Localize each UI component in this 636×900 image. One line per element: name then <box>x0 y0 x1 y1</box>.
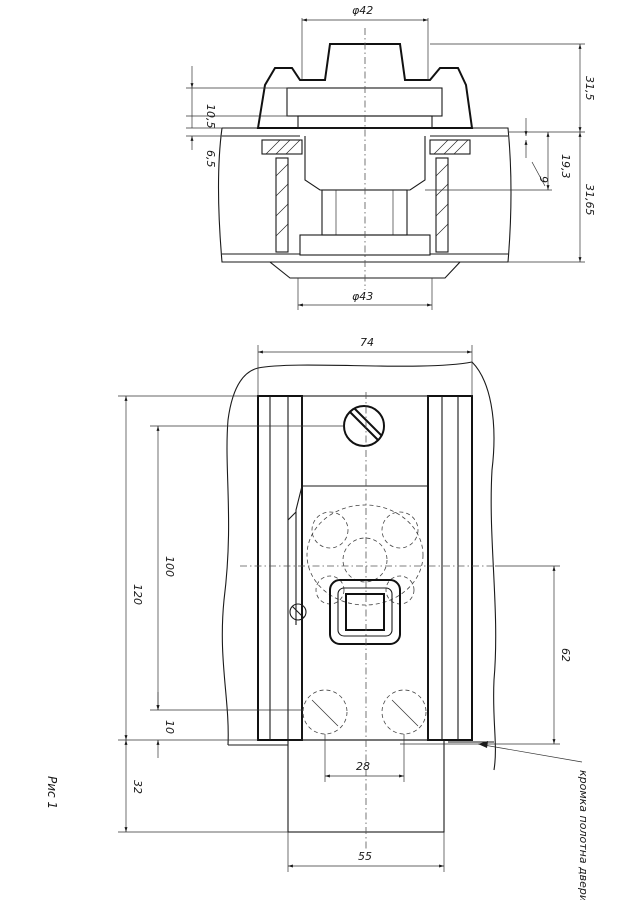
washer-right <box>429 139 471 155</box>
washer-left <box>261 139 303 155</box>
side-wall-right <box>435 157 449 253</box>
inner-plate <box>287 485 428 625</box>
shaft <box>321 189 408 236</box>
dim-62-label: 62 <box>559 648 572 662</box>
dim-28-label: 28 <box>356 760 370 773</box>
top-screw-icon <box>343 405 385 447</box>
figure-caption: Рис 1 <box>45 776 59 809</box>
dim-28: 28 <box>324 734 405 782</box>
dim-phi42: φ42 <box>301 4 429 80</box>
dim-74-label: 74 <box>360 336 374 349</box>
dim-65-label: 6,5 <box>204 150 217 168</box>
hidden-mechanism <box>306 504 424 606</box>
side-wall-left <box>275 157 289 253</box>
dim-100-label: 100 <box>163 556 176 577</box>
upper-housing <box>256 43 474 129</box>
front-view: 74 120 100 10 32 62 <box>45 336 590 900</box>
dim-left-stack: 10,5 6,5 <box>186 66 288 168</box>
dim-55: 55 <box>287 832 445 872</box>
dim-3165-label: 31,65 <box>583 184 596 216</box>
dim-62: 62 <box>400 565 572 745</box>
lower-bolt-right-icon <box>381 689 427 735</box>
dim-9-label: 9 <box>537 176 550 183</box>
square-spindle-icon <box>329 579 401 645</box>
dim-left-vertical: 120 100 10 32 <box>118 395 344 833</box>
dim-right-stack: 31,5 31,65 19,3 9 <box>425 43 596 263</box>
bottom-rosette <box>268 261 462 279</box>
dim-74: 74 <box>257 336 473 396</box>
door-leaf-outline <box>221 361 497 771</box>
dim-phi43: φ43 <box>297 278 433 310</box>
dim-10-label: 10 <box>163 720 176 734</box>
dim-193-label: 19,3 <box>559 154 572 179</box>
dim-105-label: 10,5 <box>204 104 217 129</box>
right-rail <box>427 395 473 741</box>
door-edge-leader: кромка полотна двери <box>477 741 590 900</box>
door-edge-note: кромка полотна двери <box>577 770 590 900</box>
dim-120-label: 120 <box>131 584 144 605</box>
door-top-plate-right <box>430 127 512 263</box>
lower-bolt-left-icon <box>302 689 348 735</box>
lock-body <box>301 395 429 741</box>
left-rail <box>257 395 303 741</box>
dim-315-label: 31,5 <box>583 76 596 101</box>
dim-phi42-label: φ42 <box>352 4 373 17</box>
side-screw-icon <box>289 603 307 621</box>
dim-32-label: 32 <box>131 780 144 794</box>
section-view: φ42 φ43 10,5 6,5 31,5 31,65 <box>186 4 596 310</box>
dim-55-label: 55 <box>358 850 372 863</box>
dim-phi43-label: φ43 <box>352 290 373 303</box>
flange <box>286 87 443 117</box>
